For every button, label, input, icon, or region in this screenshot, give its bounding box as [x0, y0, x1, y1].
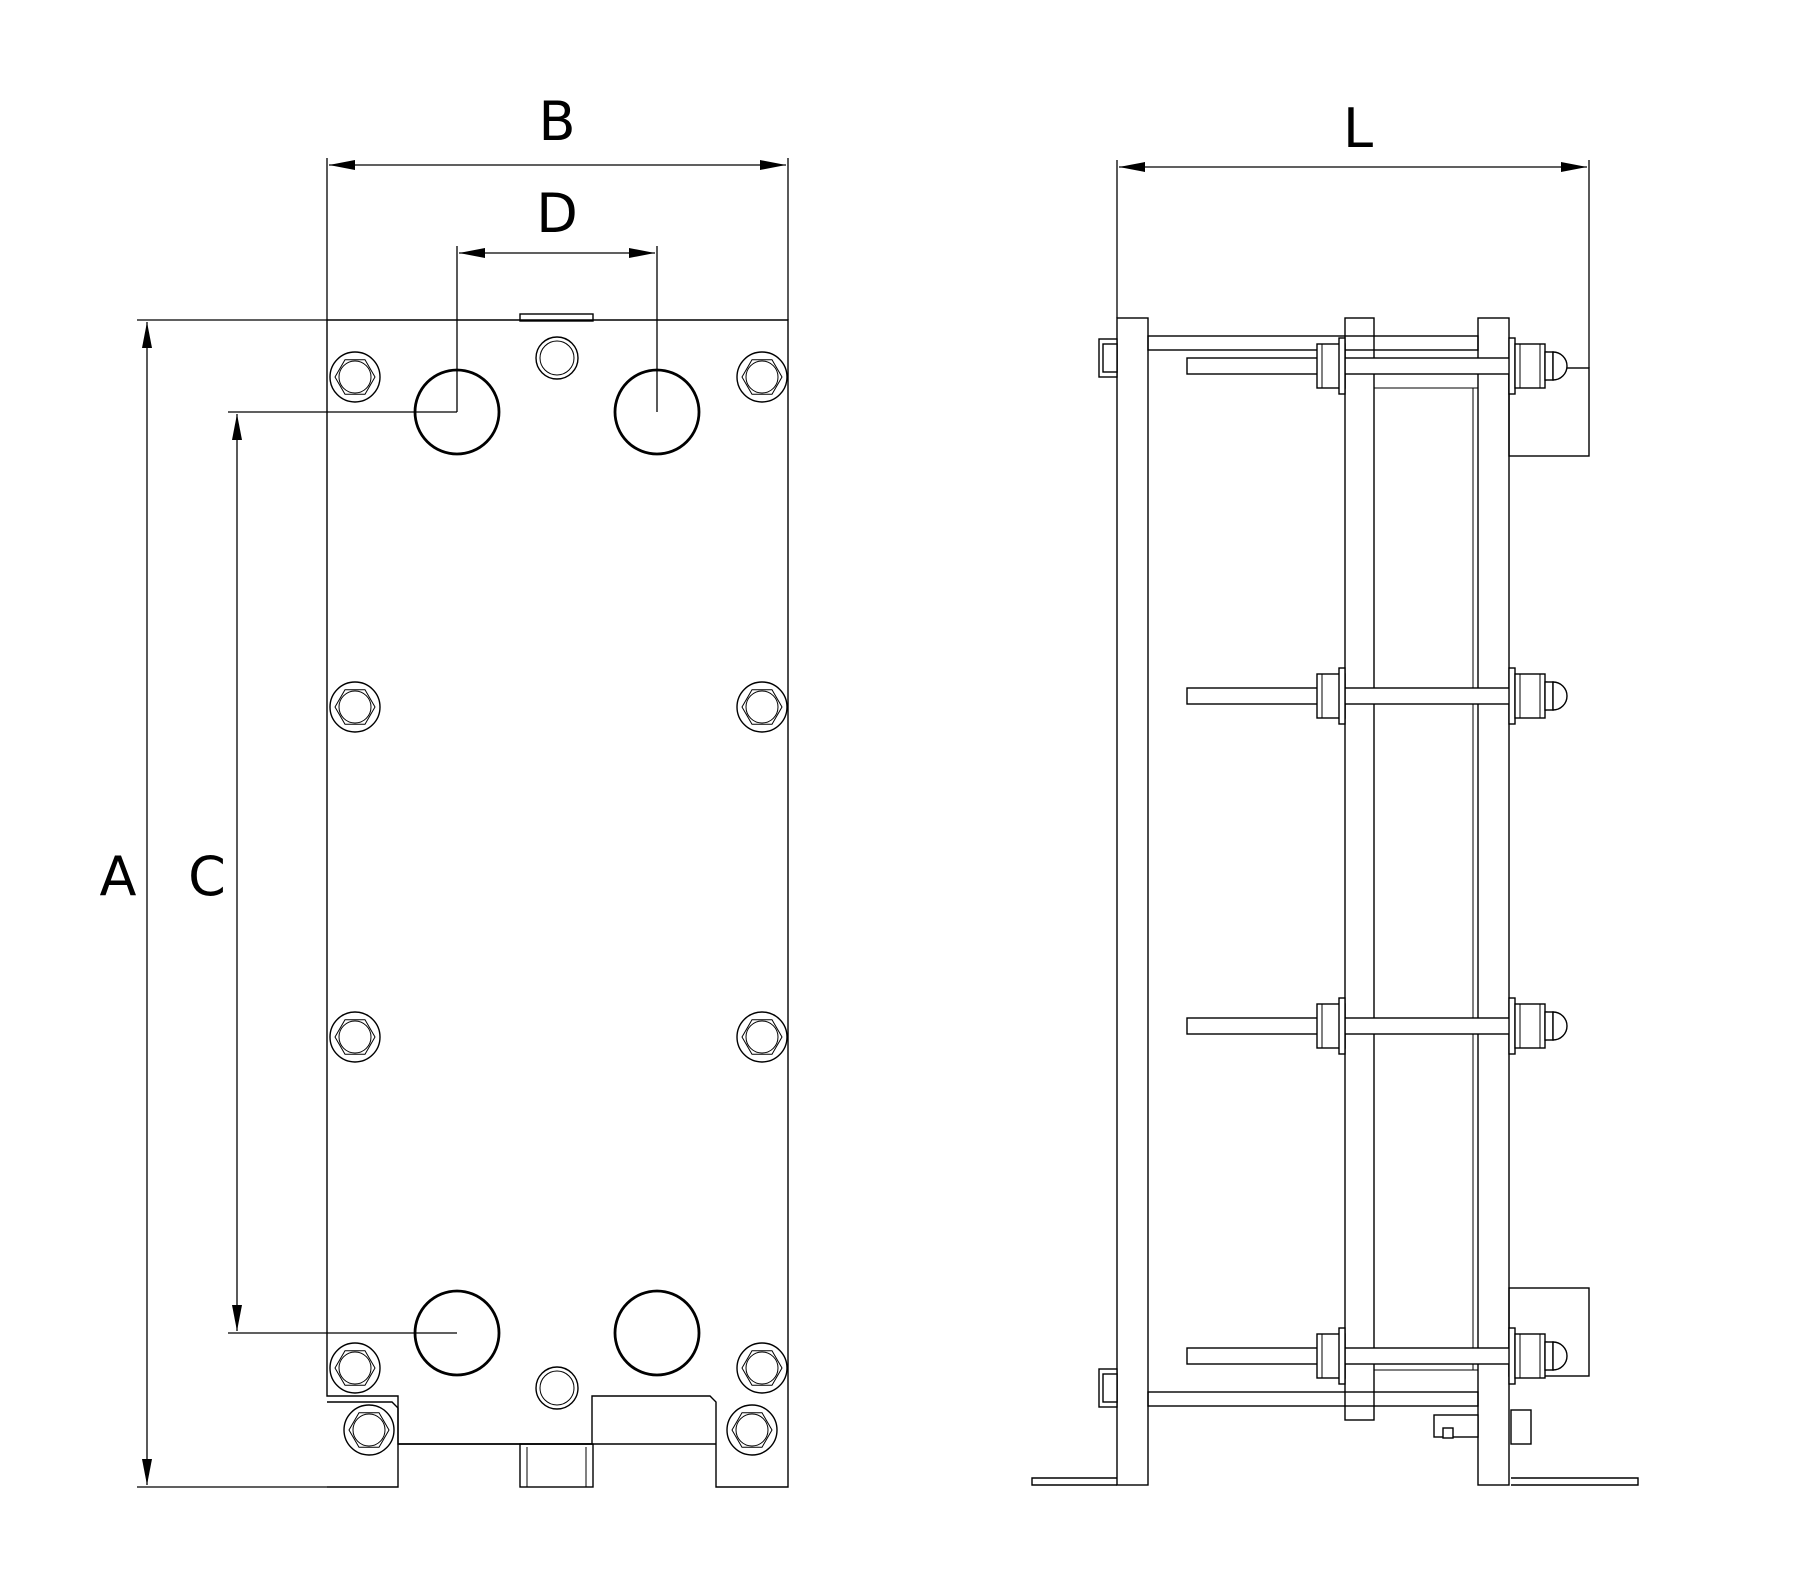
tie-bolt-row-4	[1186, 1327, 1568, 1385]
carrying-bar	[1147, 335, 1479, 351]
front-top-tab	[519, 313, 594, 322]
guide-bar	[1147, 1391, 1479, 1407]
bolt-head-1	[329, 351, 381, 403]
front-plate-outline	[326, 319, 789, 1488]
bolt-head-3	[329, 681, 381, 733]
tie-bolt-row-1	[1186, 337, 1568, 395]
bolt-head-2	[736, 351, 788, 403]
vent-hole-bottom	[535, 1366, 579, 1410]
pressure-plate-foot	[1511, 1477, 1639, 1486]
bolt-head-10	[726, 1404, 778, 1456]
tie-bolt-row-2	[1186, 667, 1568, 725]
bolt-head-9	[343, 1404, 395, 1456]
dimension-C: C	[188, 411, 457, 1334]
frame-studs	[1098, 338, 1118, 1408]
dimension-B: B	[326, 90, 789, 320]
dimension-D: D	[456, 182, 658, 412]
dimension-label-A: A	[100, 845, 137, 908]
plate-pack	[1477, 317, 1510, 1486]
front-bolts	[329, 351, 788, 1456]
pressure-plate	[1344, 317, 1375, 1421]
front-bottom-tab	[519, 1443, 594, 1488]
front-left-foot	[327, 1401, 399, 1488]
bolt-head-4	[736, 681, 788, 733]
frame-foot	[1031, 1477, 1117, 1486]
tie-bolt-row-3	[1186, 997, 1568, 1055]
dimension-label-B: B	[538, 90, 575, 153]
bolt-head-6	[736, 1011, 788, 1063]
bolt-head-5	[329, 1011, 381, 1063]
dimension-A: A	[100, 319, 327, 1488]
dimension-label-C: C	[188, 845, 226, 908]
side-view: L	[1031, 97, 1639, 1486]
tightening-bolts	[1186, 337, 1568, 1385]
frame-plate	[1116, 317, 1149, 1486]
bolt-head-8	[736, 1342, 788, 1394]
vent-hole-top	[535, 336, 579, 380]
dimension-L: L	[1116, 97, 1590, 368]
dimension-label-L: L	[1343, 97, 1373, 160]
dimension-label-D: D	[536, 182, 578, 245]
bottom-small-bolt	[1433, 1409, 1532, 1445]
bolt-head-7	[329, 1342, 381, 1394]
front-view: A C B D	[100, 90, 789, 1488]
port-bottom-right	[613, 1289, 701, 1377]
